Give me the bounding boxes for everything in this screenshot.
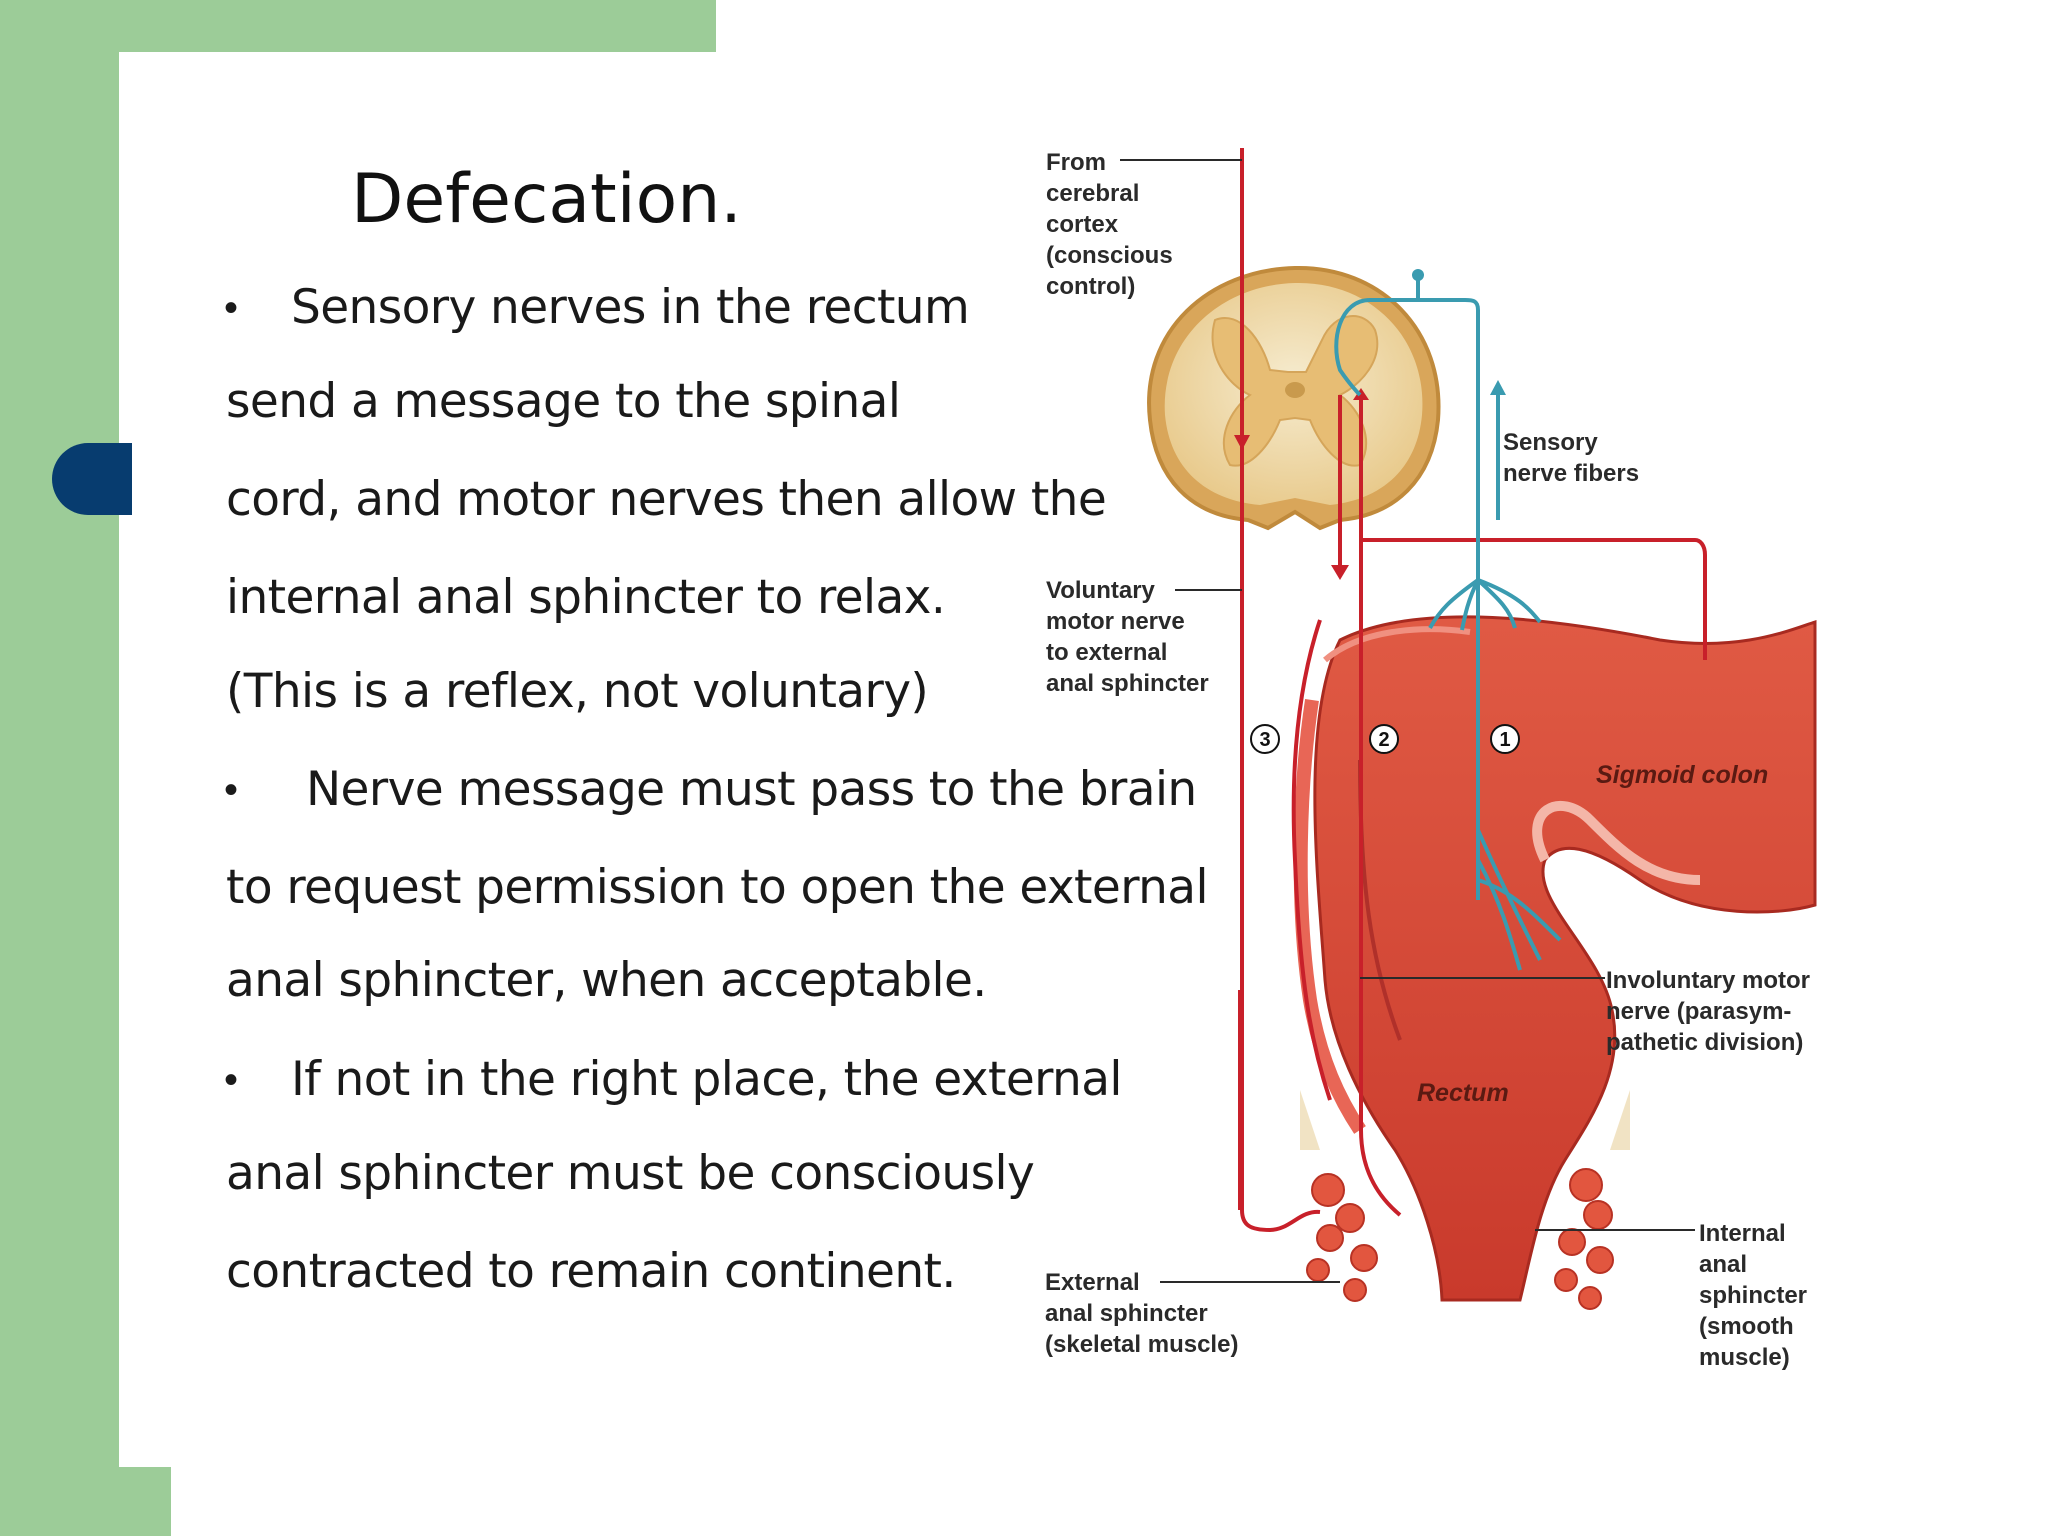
svg-text:anal sphincter: anal sphincter — [1045, 1300, 1208, 1327]
svg-text:control): control) — [1046, 273, 1135, 300]
svg-text:Internal: Internal — [1699, 1220, 1786, 1247]
text-line-2: send a message to the spinal — [226, 374, 901, 429]
svg-text:motor nerve: motor nerve — [1046, 608, 1185, 635]
nerve-arrowheads-teal — [1412, 269, 1506, 395]
svg-text:anal sphincter: anal sphincter — [1046, 670, 1209, 697]
bullet-icon: • — [224, 768, 239, 812]
text-line-6: Nerve message must pass to the brain — [306, 762, 1197, 817]
text-line-7: to request permission to open the extern… — [226, 860, 1209, 915]
green-border-left — [0, 0, 119, 1536]
step-1-circle — [1490, 724, 1520, 754]
motor-nerves-red — [1238, 148, 1707, 1233]
slide-title: Defecation. — [351, 160, 742, 239]
svg-text:nerve (parasym-: nerve (parasym- — [1606, 998, 1791, 1025]
text-line-10: anal sphincter must be consciously — [226, 1146, 1035, 1201]
text-line-3: cord, and motor nerves then allow the — [226, 472, 1107, 527]
text-line-8: anal sphincter, when acceptable. — [226, 953, 987, 1008]
svg-text:pathetic division): pathetic division) — [1606, 1029, 1803, 1056]
label-sensory-fibers: Sensory nerve fibers — [1503, 429, 1639, 487]
step-3-label: 3 — [1259, 729, 1270, 751]
svg-text:to external: to external — [1046, 639, 1167, 666]
step-3-circle — [1250, 724, 1280, 754]
leader-lines — [1120, 159, 1695, 1283]
label-sigmoid-colon: Sigmoid colon — [1596, 761, 1768, 789]
spinal-cord-section — [1147, 265, 1441, 531]
svg-text:(skeletal muscle): (skeletal muscle) — [1045, 1331, 1238, 1358]
navy-tab-marker — [52, 443, 132, 515]
svg-text:Sensory: Sensory — [1503, 429, 1598, 456]
label-cortex: From cerebral cortex (conscious control) — [1046, 149, 1173, 300]
label-involuntary-nerve: Involuntary motor nerve (parasym- pathet… — [1606, 967, 1810, 1056]
text-line-11: contracted to remain continent. — [226, 1244, 956, 1299]
text-line-4: internal anal sphincter to relax. — [226, 570, 946, 625]
svg-text:(conscious: (conscious — [1046, 242, 1173, 269]
green-border-top — [0, 0, 716, 52]
svg-text:sphincter: sphincter — [1699, 1282, 1807, 1309]
svg-text:nerve fibers: nerve fibers — [1503, 460, 1639, 487]
bullet-icon: • — [224, 1058, 239, 1102]
nerve-arrowheads-red — [1234, 388, 1369, 580]
text-line-9: If not in the right place, the external — [291, 1052, 1122, 1107]
step-markers: 3 2 1 — [1250, 724, 1520, 754]
svg-text:Involuntary motor: Involuntary motor — [1606, 967, 1810, 994]
label-voluntary-nerve: Voluntary motor nerve to external anal s… — [1046, 577, 1209, 697]
svg-text:cerebral: cerebral — [1046, 180, 1139, 207]
text-line-5: (This is a reflex, not voluntary) — [226, 664, 929, 719]
svg-text:(smooth: (smooth — [1699, 1313, 1794, 1340]
colon-rectum — [1293, 615, 1817, 1310]
step-2-label: 2 — [1378, 729, 1389, 751]
svg-text:Voluntary: Voluntary — [1046, 577, 1156, 604]
step-2-circle — [1369, 724, 1399, 754]
svg-text:muscle): muscle) — [1699, 1344, 1790, 1371]
sensory-nerves-teal — [1334, 275, 1562, 971]
svg-text:cortex: cortex — [1046, 211, 1119, 238]
label-internal-sphincter: Internal anal sphincter (smooth muscle) — [1699, 1220, 1807, 1371]
text-line-1: Sensory nerves in the rectum — [291, 280, 970, 335]
step-1-label: 1 — [1499, 729, 1510, 751]
svg-text:External: External — [1045, 1269, 1140, 1296]
bullet-icon: • — [224, 286, 239, 330]
green-border-bottom — [0, 1467, 171, 1536]
svg-text:From: From — [1046, 149, 1106, 176]
svg-text:anal: anal — [1699, 1251, 1747, 1278]
label-rectum: Rectum — [1417, 1079, 1509, 1107]
label-external-sphincter: External anal sphincter (skeletal muscle… — [1045, 1269, 1238, 1358]
